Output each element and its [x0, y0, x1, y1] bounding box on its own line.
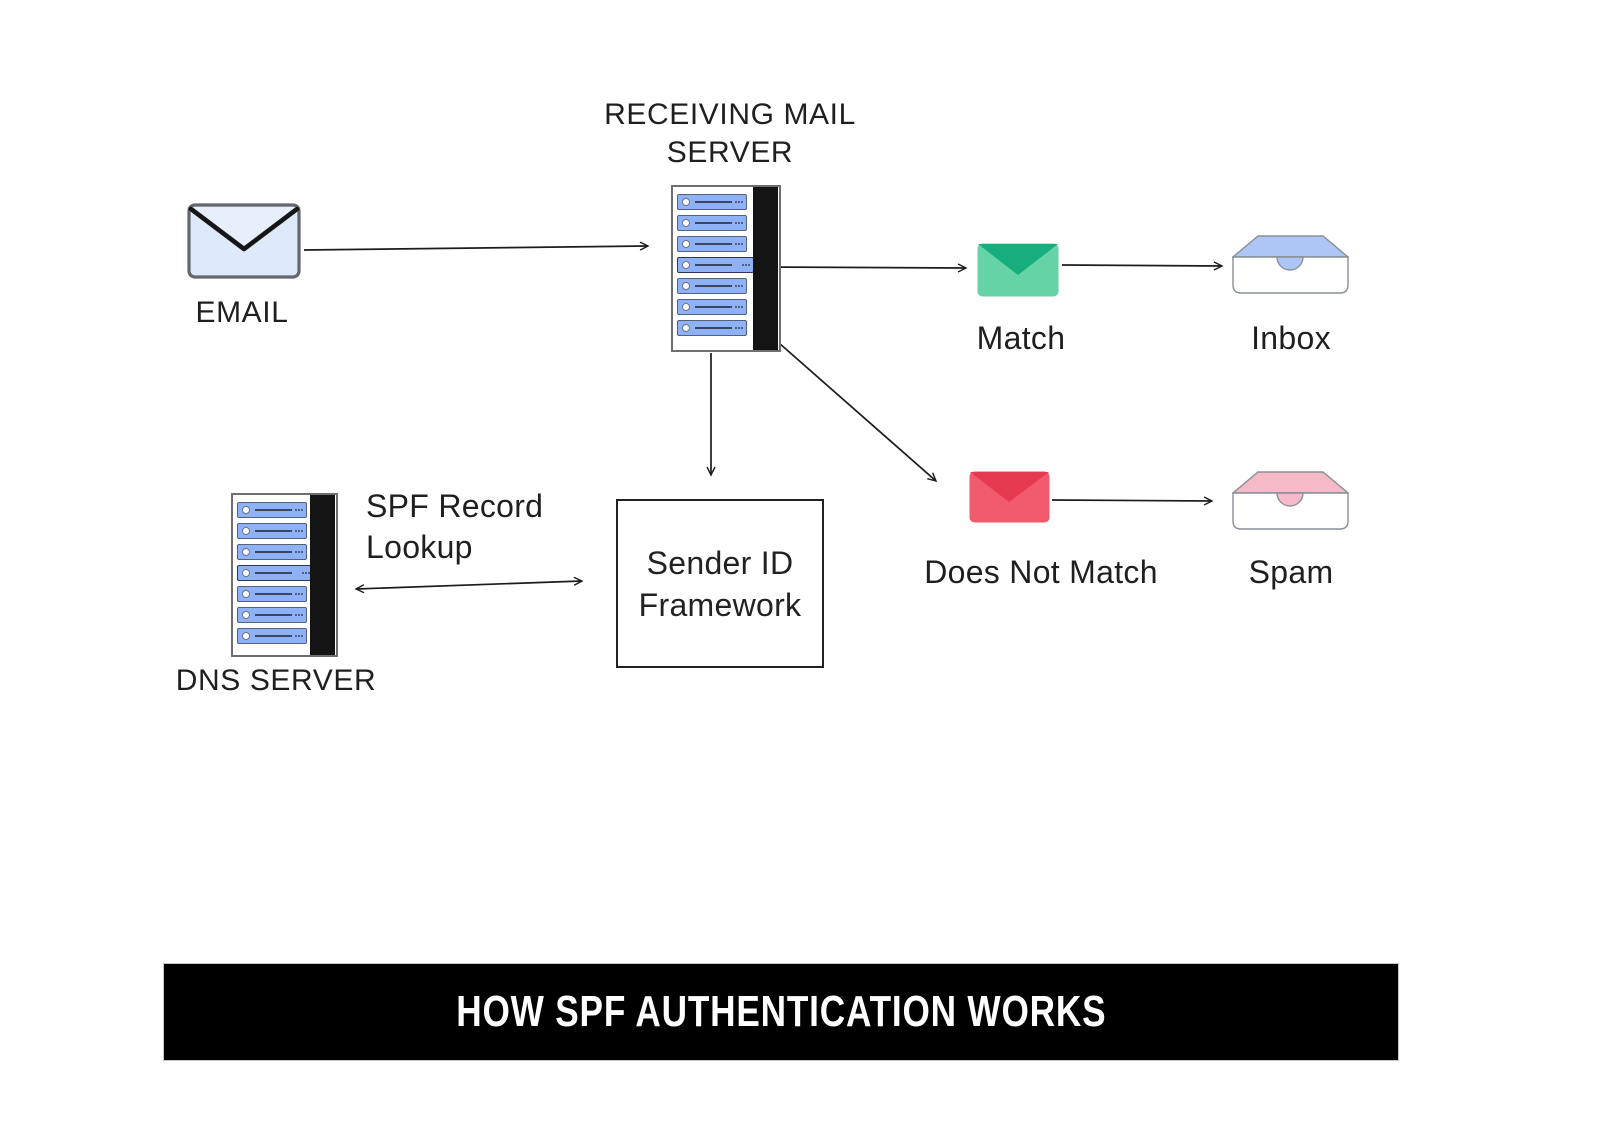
match-envelope-icon: [977, 243, 1059, 297]
email-label: EMAIL: [195, 296, 289, 329]
dns-server-label: DNS SERVER: [175, 664, 377, 697]
server-slot: [237, 628, 307, 644]
server-slot: [677, 194, 747, 210]
slot-knob-icon: [682, 261, 690, 269]
email-icon: [187, 203, 301, 279]
server-slot: [677, 320, 747, 336]
slot-knob-icon: [242, 611, 250, 619]
server-side-panel: [310, 495, 335, 655]
slot-knob-icon: [682, 303, 690, 311]
inbox-label: Inbox: [1251, 320, 1331, 356]
server-slot: [677, 278, 747, 294]
server-slot: [237, 502, 307, 518]
server-slot: [237, 586, 307, 602]
server-slot: [237, 523, 307, 539]
inbox-tray-icon: [1232, 235, 1349, 294]
server-side-panel: [753, 187, 778, 350]
slot-knob-icon: [682, 219, 690, 227]
server-slot-active: [237, 565, 314, 581]
arrow-server-to-match: [759, 267, 966, 268]
server-slot: [237, 607, 307, 623]
slot-knob-icon: [242, 590, 250, 598]
slot-knob-icon: [242, 569, 250, 577]
server-slot-active: [677, 257, 754, 273]
server-slot: [677, 236, 747, 252]
does-not-match-label: Does Not Match: [924, 554, 1158, 590]
receiving-mail-server-label: RECEIVING MAIL SERVER: [604, 98, 856, 169]
arrow-server-to-mismatch: [778, 342, 936, 481]
arrow-spf-record-lookup: [356, 581, 582, 589]
match-label: Match: [976, 320, 1066, 356]
receiving-mail-server-icon: [671, 185, 781, 352]
server-slot: [677, 215, 747, 231]
arrow-email-to-server: [303, 246, 648, 251]
slot-knob-icon: [682, 282, 690, 290]
server-slot: [237, 544, 307, 560]
title-banner: HOW SPF AUTHENTICATION WORKS: [163, 963, 1399, 1061]
spam-label: Spam: [1248, 554, 1334, 590]
spam-tray-icon: [1232, 471, 1349, 530]
slot-knob-icon: [242, 527, 250, 535]
server-slot: [677, 299, 747, 315]
slot-knob-icon: [682, 198, 690, 206]
slot-knob-icon: [242, 548, 250, 556]
dns-server-icon: [231, 493, 338, 657]
title-banner-text: HOW SPF AUTHENTICATION WORKS: [455, 987, 1107, 1036]
slot-knob-icon: [682, 240, 690, 248]
slot-knob-icon: [242, 506, 250, 514]
arrow-mismatch-to-spam: [1051, 500, 1212, 501]
slot-knob-icon: [242, 632, 250, 640]
sender-id-framework-box: Sender ID Framework: [616, 499, 824, 668]
mismatch-envelope-icon: [969, 471, 1050, 523]
arrow-match-to-inbox: [1061, 265, 1222, 266]
spf-record-lookup-label: SPF Record Lookup: [366, 488, 544, 565]
slot-knob-icon: [682, 324, 690, 332]
